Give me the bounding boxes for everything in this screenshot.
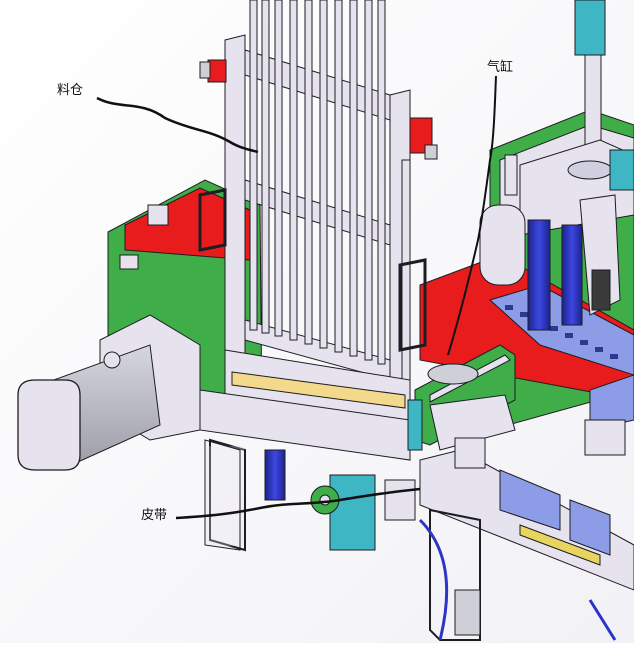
belt-drive <box>264 449 416 551</box>
conveyor <box>418 419 634 641</box>
cylinder-label: 气缸 <box>487 60 514 75</box>
belt-leader-line <box>175 487 421 520</box>
hopper-frame <box>198 0 438 411</box>
stepper-motor <box>17 314 201 471</box>
top-right-fixture <box>479 0 634 331</box>
air-cylinder <box>407 344 516 451</box>
belt-label: 皮带 <box>141 508 168 523</box>
cylinder-leader-line <box>447 75 497 356</box>
bottom-slide-block <box>199 349 411 552</box>
hopper-label: 料仓 <box>57 83 84 98</box>
hopper-leader-line <box>96 96 259 154</box>
